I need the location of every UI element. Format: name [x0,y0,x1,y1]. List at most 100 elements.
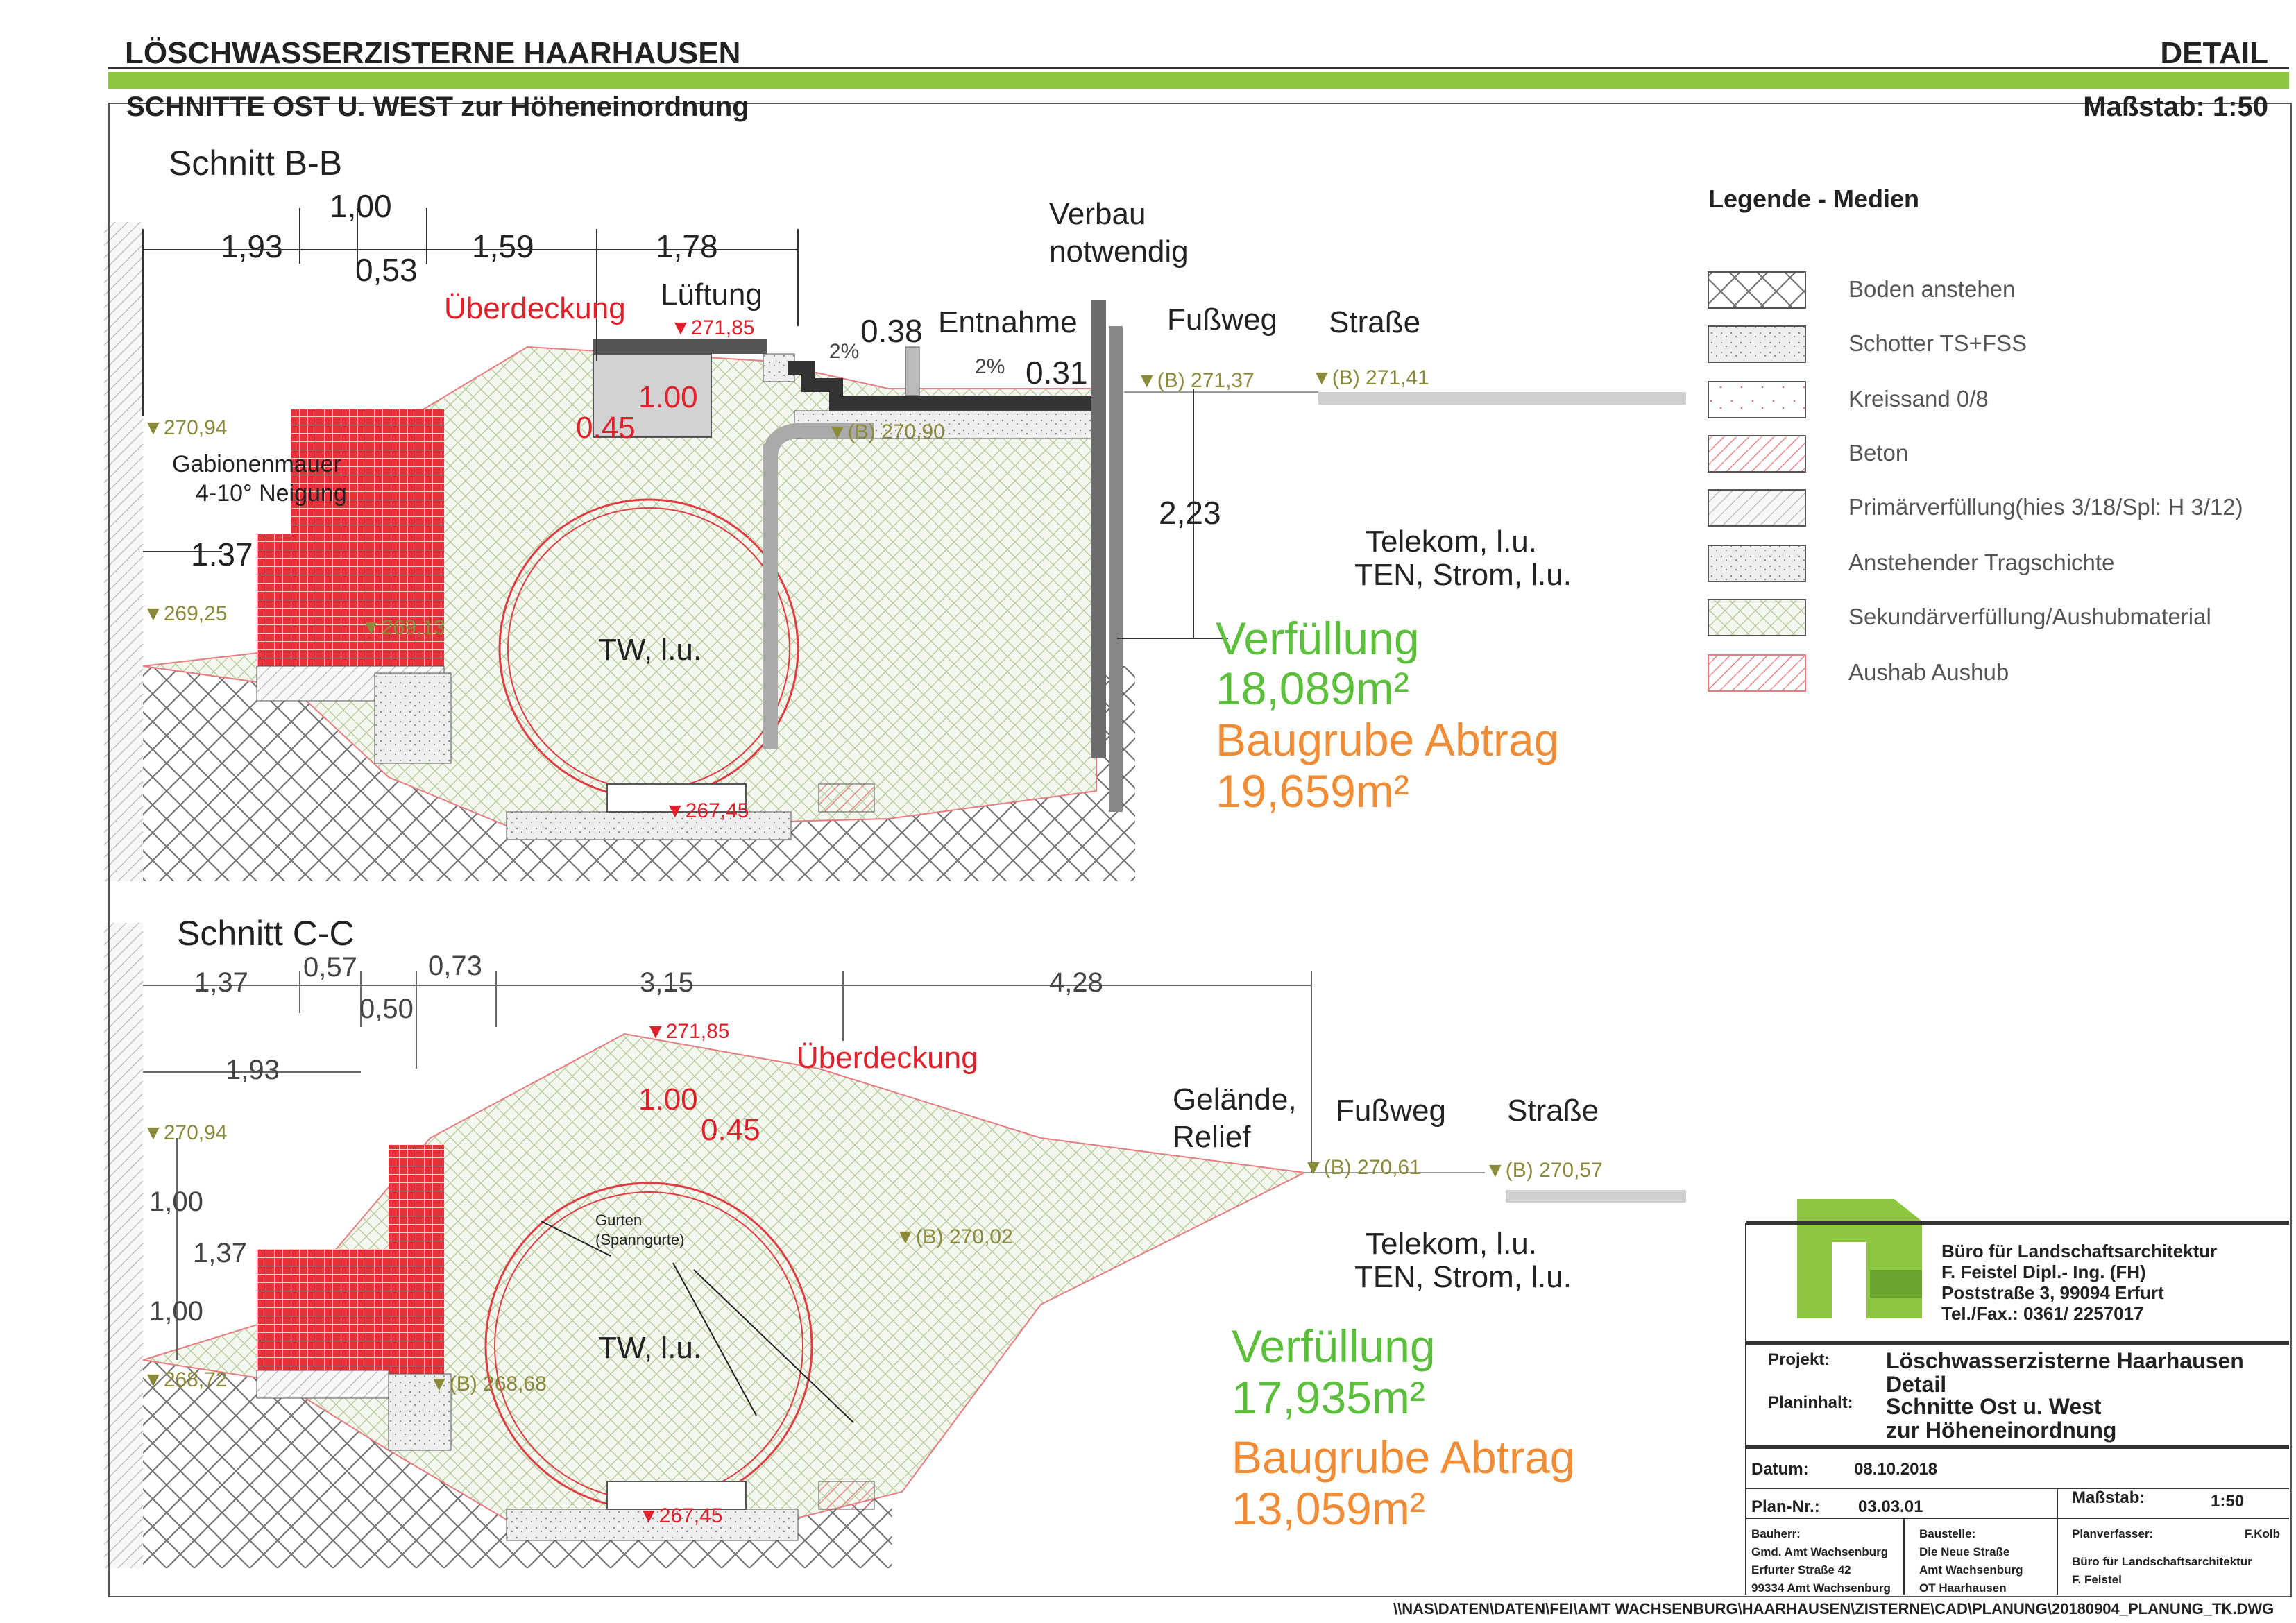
tb-datum-label: Datum: [1751,1460,1809,1479]
level-cc-2: ▼270,94 [143,1121,228,1144]
dim-bb-4: 1,59 [472,228,534,264]
office-phone: Tel./Fax.: 0361/ 2257017 [1941,1303,2144,1324]
drawing-title: LÖSCHWASSERZISTERNE HAARHAUSEN [125,36,741,70]
tb-bauherr-line: Gmd. Amt Wachsenburg [1751,1545,1889,1558]
dim-cc-8: 1,00 [149,1187,203,1217]
label-gurten-1: Gurten [595,1212,643,1229]
level-bb-3: ▼(B) 271,41 [1311,366,1429,389]
office-logo [1797,1199,1922,1318]
red-dim-cc-2: 0.45 [701,1113,760,1147]
header-rule [108,67,2289,69]
legend-item: Primärverfüllung(hies 3/18/Spl: H 3/12) [1848,494,2243,520]
level-cc-6: ▼268,72 [143,1368,228,1391]
level-cc-7: ▼(B) 268,68 [429,1373,547,1395]
level-cc-3: ▼(B) 270,61 [1303,1156,1421,1179]
dim-bb-1: 1,93 [221,228,283,264]
tb-plannr-value: 03.03.01 [1858,1497,1923,1516]
legend-title: Legende - Medien [1708,185,1920,213]
dim-cc-9: 1,37 [193,1238,247,1268]
tb-plannr-label: Plan-Nr.: [1751,1497,1820,1516]
tb-baustelle-line: Die Neue Straße [1919,1545,2010,1558]
dim-cc-4: 0,73 [428,951,482,981]
office-street: Poststraße 3, 99094 Erfurt [1941,1282,2164,1303]
label-verbau: Verbau [1049,197,1146,231]
drawing-badge: DETAIL [2160,36,2268,70]
label-gelaende-1: Gelände, [1173,1082,1297,1116]
tb-planverfasser-line: Büro für Landschaftsarchitektur [2072,1555,2252,1568]
level-bb-7: ▼269,13 [361,616,445,639]
tb-planinhalt-label: Planinhalt: [1768,1393,1853,1412]
label-tw-cc: TW, l.u. [598,1331,702,1365]
verfuellung-cc-label: Verfüllung [1232,1320,1436,1372]
label-ueberdeckung-bb: Überdeckung [444,291,626,325]
level-bb-5: ▼270,94 [143,416,228,439]
legend-item: Beton [1848,440,1909,466]
dim-cc-3: 0,50 [359,994,414,1024]
office-name: Büro für Landschaftsarchitektur [1941,1241,2218,1261]
level-bb-6: ▼269,25 [143,602,228,625]
dim-cc-5: 3,15 [640,967,694,998]
dim-bb-2: 1,00 [330,188,392,224]
pct-bb-1: 2% [829,340,860,363]
label-strasse-bb: Straße [1329,305,1421,339]
header-accent-bar [108,72,2289,89]
level-bb-4: ▼(B) 270,90 [827,420,945,443]
tb-planverfasser-label: Planverfasser: [2072,1527,2154,1540]
tb-datum-value: 08.10.2018 [1854,1460,1938,1479]
sheet-frame [108,103,2292,1597]
dim-cc-7: 1,93 [226,1055,280,1085]
level-bb-2: ▼(B) 271,37 [1137,369,1255,392]
dim-cc-6: 4,28 [1049,967,1103,998]
level-bb-1: ▼271,85 [670,316,755,339]
label-telekom-cc: Telekom, l.u. [1366,1227,1537,1261]
label-ten-cc: TEN, Strom, l.u. [1354,1260,1572,1294]
legend-item: Boden anstehen [1848,276,2016,302]
tb-bauherr-line: 99334 Amt Wachsenburg [1751,1581,1891,1595]
label-ten-bb: TEN, Strom, l.u. [1354,558,1572,592]
dim-bb-7: 0.31 [1026,355,1088,391]
label-fussweg-bb: Fußweg [1167,303,1277,337]
abtrag-cc-value: 13,059m² [1232,1483,1425,1534]
section-bb-title: Schnitt B-B [169,144,343,182]
pct-bb-2: 2% [975,355,1005,378]
legend-item: Aushab Aushub [1848,659,2009,685]
office-block: Büro für Landschaftsarchitektur F. Feist… [1941,1241,2217,1324]
label-gabionen-1: Gabionenmauer [172,451,341,477]
abtrag-cc-label: Baugrube Abtrag [1232,1431,1576,1483]
dim-bb-5: 1,78 [656,228,718,264]
tb-baustelle-line: Amt Wachsenburg [1919,1563,2023,1577]
dim-bb-3: 0,53 [355,252,418,288]
label-gurten-2: (Spanngurte) [595,1231,685,1248]
dim-cc-10: 1,00 [149,1296,203,1327]
tb-planinhalt-line: Schnitte Ost u. West [1886,1394,2102,1419]
legend-item: Schotter TS+FSS [1848,330,2027,356]
dim-bb-9: 1.37 [191,536,253,572]
tb-baustelle-label: Baustelle: [1919,1527,1976,1540]
label-fussweg-cc: Fußweg [1336,1094,1446,1128]
label-gabionen-2: 4-10° Neigung [196,480,347,507]
verfuellung-cc-value: 17,935m² [1232,1372,1425,1423]
file-path: \\NAS\DATEN\DATEN\FEI\AMT WACHSENBURG\HA… [1393,1600,2274,1617]
tb-bauherr-line: Erfurter Straße 42 [1751,1563,1851,1577]
section-cc-title: Schnitt C-C [177,914,355,953]
label-lueftung: Lüftung [661,278,763,312]
label-strasse-cc: Straße [1507,1094,1599,1128]
tb-bauherr-label: Bauherr: [1751,1527,1801,1540]
tb-planverfasser: Planverfasser:F.Kolb Büro für Landschaft… [2072,1525,2280,1589]
label-entnahme: Entnahme [938,305,1078,339]
level-cc-1: ▼271,85 [645,1020,730,1043]
verfuellung-bb-value: 18,089m² [1216,663,1409,714]
tb-baustelle-line: OT Haarhausen [1919,1581,2007,1595]
dim-bb-8: 2,23 [1159,495,1221,531]
label-gelaende-2: Relief [1173,1120,1251,1154]
label-telekom-bb: Telekom, l.u. [1366,525,1537,559]
red-dim-cc-1: 1.00 [638,1082,698,1116]
tb-baustelle: Baustelle: Die Neue Straße Amt Wachsenbu… [1919,1525,2023,1597]
tb-planinhalt-value: Schnitte Ost u. West zur Höheneinordnung [1886,1395,2116,1442]
level-cc-4: ▼(B) 270,57 [1485,1159,1603,1182]
tb-massstab-label: Maßstab: [2072,1488,2145,1507]
abtrag-bb-label: Baugrube Abtrag [1216,714,1560,765]
red-dim-bb-2: 0.45 [576,411,636,445]
dim-bb-6: 0.38 [860,313,923,349]
